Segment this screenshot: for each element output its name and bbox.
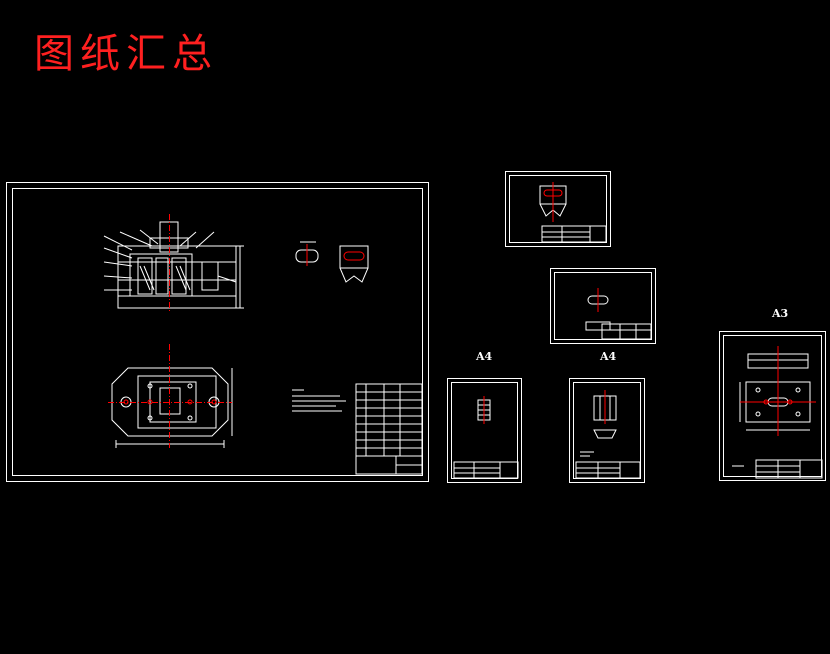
a3-sheet[interactable] (719, 331, 826, 481)
part-drawing-sheet-1[interactable] (505, 171, 611, 247)
part-drawing-sheet-2[interactable] (550, 268, 656, 344)
page-title: 图纸汇总 (34, 31, 218, 77)
sheet-size-label-a4-right: A4 (600, 350, 617, 363)
technical-notes (292, 389, 346, 412)
a4-sheet-left[interactable] (447, 378, 522, 483)
parts-list-title-block (355, 383, 423, 475)
die-section-view (103, 221, 244, 309)
sheet-size-label-a4-left: A4 (476, 350, 493, 363)
a4-sheet-right[interactable] (569, 378, 645, 483)
sheet-size-label-a3: A3 (772, 307, 789, 320)
die-plan-view (111, 367, 233, 448)
assembly-drawing-sheet[interactable] (6, 182, 429, 482)
